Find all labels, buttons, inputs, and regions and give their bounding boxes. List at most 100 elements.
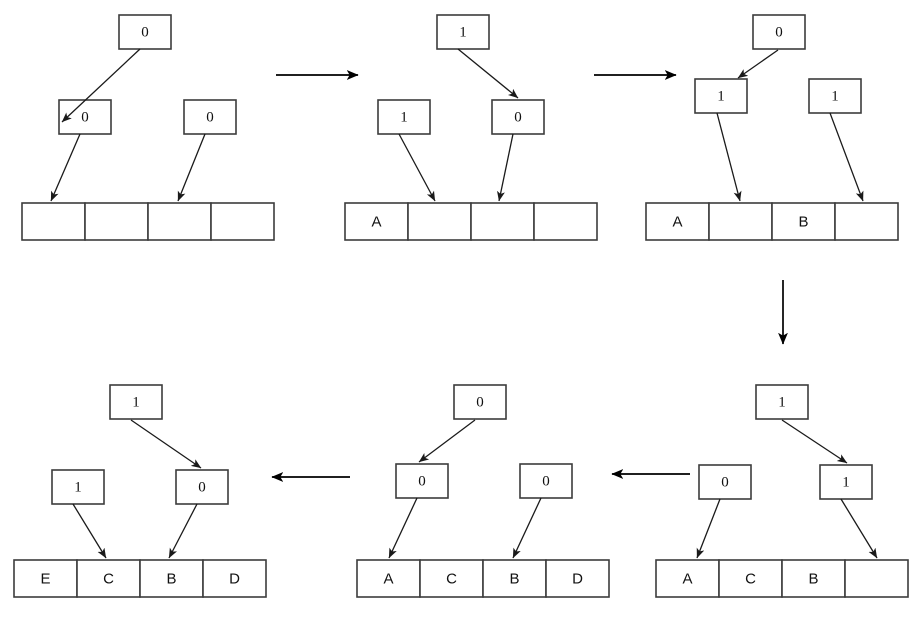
array-cell-label-6-1: C: [103, 570, 114, 587]
node-box-p6-root[interactable]: [109, 384, 163, 420]
tree-node-p1-right[interactable]: 0: [183, 99, 237, 135]
array-cell-label-2-0: A: [371, 213, 381, 230]
tree-node-p1-root[interactable]: 0: [118, 14, 172, 50]
node-label-p1-left: 0: [81, 109, 89, 125]
edge-5-2-node-to-cell: [388, 497, 418, 559]
node-box-p1-right[interactable]: [183, 99, 237, 135]
array-cell-1-2[interactable]: [147, 202, 212, 241]
node-label-p6-right: 0: [198, 479, 206, 495]
tree-node-p2-root[interactable]: 1: [436, 14, 490, 50]
node-box-p2-root[interactable]: [436, 14, 490, 50]
tree-node-p3-left[interactable]: 1: [694, 78, 748, 114]
array-cell-1-3[interactable]: [210, 202, 275, 241]
array-cell-6-1[interactable]: [76, 559, 141, 598]
node-label-p5-right: 0: [542, 473, 550, 489]
array-cell-2-2[interactable]: [470, 202, 535, 241]
array-cell-5-0[interactable]: [356, 559, 421, 598]
node-box-p3-left[interactable]: [694, 78, 748, 114]
node-box-p3-right[interactable]: [808, 78, 862, 114]
array-cell-6-3[interactable]: [202, 559, 267, 598]
node-box-p2-left[interactable]: [377, 99, 431, 135]
array-cell-label-4-0: A: [682, 570, 692, 587]
edge-2-2-node-to-cell: [398, 133, 436, 202]
edge-1-2-node-to-cell: [50, 133, 81, 202]
node-box-p4-left[interactable]: [698, 464, 752, 500]
array-cell-4-0[interactable]: [655, 559, 720, 598]
array-cell-3-1[interactable]: [708, 202, 773, 241]
array-cell-6-0[interactable]: [13, 559, 78, 598]
node-box-p6-left[interactable]: [51, 469, 105, 505]
tree-node-p3-root[interactable]: 0: [752, 14, 806, 50]
panel-1: 0 0 0: [21, 14, 275, 241]
node-label-p3-right: 1: [831, 88, 839, 104]
node-box-p5-root[interactable]: [453, 384, 507, 420]
node-box-p2-right[interactable]: [491, 99, 545, 135]
tree-node-p5-right[interactable]: 0: [519, 463, 573, 499]
array-cell-2-0[interactable]: [344, 202, 409, 241]
node-box-p4-right[interactable]: [819, 464, 873, 500]
array-cell-label-6-3: D: [229, 570, 240, 587]
tree-node-p6-left[interactable]: 1: [51, 469, 105, 505]
node-label-p4-root: 1: [778, 394, 786, 410]
edge-6-3-node-to-cell: [168, 503, 198, 559]
node-label-p6-left: 1: [74, 479, 82, 495]
array-cell-1-1[interactable]: [84, 202, 149, 241]
array-row-panel-2: A: [344, 202, 598, 241]
tree-node-p5-left[interactable]: 0: [395, 463, 449, 499]
flow-arrows-layer: [271, 70, 788, 482]
tree-node-p4-right[interactable]: 1: [819, 464, 873, 500]
array-cell-4-3[interactable]: [844, 559, 909, 598]
node-label-p2-left: 1: [400, 109, 408, 125]
edge-6-1-node-to-node: [130, 419, 202, 469]
array-cell-2-3[interactable]: [533, 202, 598, 241]
node-label-p3-left: 1: [717, 88, 725, 104]
edge-2-3-node-to-cell: [497, 133, 514, 202]
array-cell-3-3[interactable]: [834, 202, 899, 241]
array-cell-2-1[interactable]: [407, 202, 472, 241]
tree-node-p4-left[interactable]: 0: [698, 464, 752, 500]
array-cell-label-5-0: A: [383, 570, 393, 587]
array-cell-4-2[interactable]: [781, 559, 846, 598]
tree-node-p2-left[interactable]: 1: [377, 99, 431, 135]
array-cell-4-1[interactable]: [718, 559, 783, 598]
node-label-p1-root: 0: [141, 24, 149, 40]
array-row-panel-1: [21, 202, 275, 241]
array-cell-3-2[interactable]: [771, 202, 836, 241]
tree-node-p3-right[interactable]: 1: [808, 78, 862, 114]
edge-3-1-node-to-node: [737, 49, 779, 79]
node-box-p1-root[interactable]: [118, 14, 172, 50]
node-box-p6-right[interactable]: [175, 469, 229, 505]
node-label-p5-root: 0: [476, 394, 484, 410]
array-cell-5-1[interactable]: [419, 559, 484, 598]
edge-6-2-node-to-cell: [72, 503, 107, 559]
node-box-p5-left[interactable]: [395, 463, 449, 499]
tree-node-p6-right[interactable]: 0: [175, 469, 229, 505]
array-cell-label-6-2: B: [166, 570, 176, 587]
node-box-p5-right[interactable]: [519, 463, 573, 499]
node-box-p3-root[interactable]: [752, 14, 806, 50]
edge-5-1-node-to-node: [418, 419, 476, 463]
array-cell-label-3-0: A: [672, 213, 682, 230]
tree-node-p2-right[interactable]: 0: [491, 99, 545, 135]
node-label-p2-root: 1: [459, 24, 467, 40]
edge-5-3-node-to-cell: [512, 497, 542, 559]
tree-node-p4-root[interactable]: 1: [755, 384, 809, 420]
node-box-p4-root[interactable]: [755, 384, 809, 420]
tree-node-p6-root[interactable]: 1: [109, 384, 163, 420]
edge-4-3-node-to-cell: [840, 498, 878, 559]
array-cell-1-0[interactable]: [21, 202, 86, 241]
node-label-p6-root: 1: [132, 394, 140, 410]
array-cell-6-2[interactable]: [139, 559, 204, 598]
array-cell-5-3[interactable]: [545, 559, 610, 598]
array-cell-3-0[interactable]: [645, 202, 710, 241]
node-label-p5-left: 0: [418, 473, 426, 489]
tree-node-p5-root[interactable]: 0: [453, 384, 507, 420]
edge-3-3-node-to-cell: [829, 112, 864, 202]
